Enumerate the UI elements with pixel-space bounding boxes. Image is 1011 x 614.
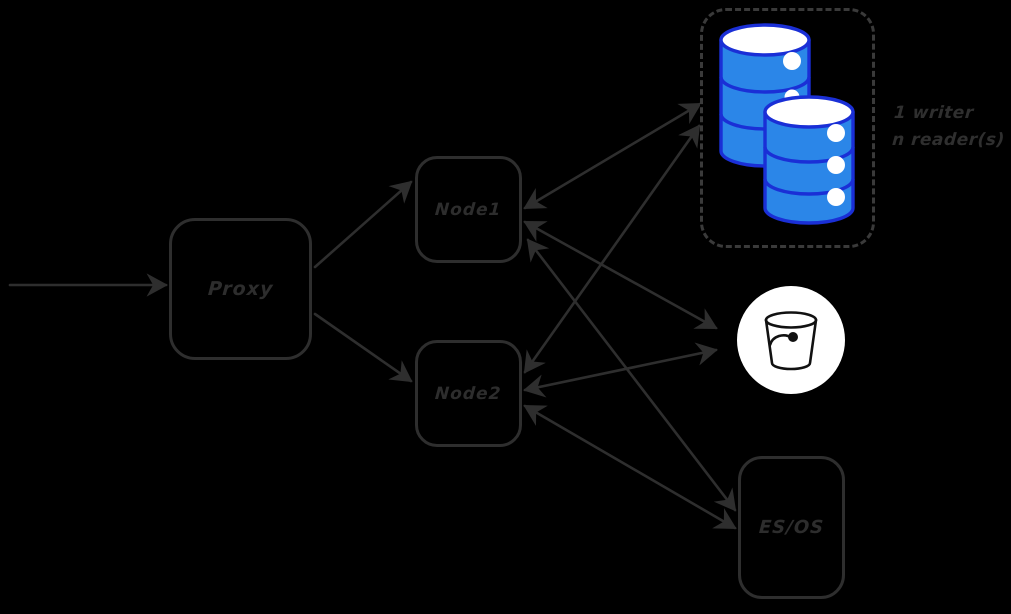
proxy-node[interactable]: Proxy <box>169 218 312 360</box>
esos-label: ES/OS <box>758 517 825 538</box>
edge-node1-esos <box>526 238 737 512</box>
proxy-label: Proxy <box>207 278 274 300</box>
node2-label: Node2 <box>434 383 503 404</box>
database-cylinders-icon <box>719 23 855 225</box>
node2-node[interactable]: Node2 <box>415 340 522 447</box>
edge-node2-bucket <box>523 342 718 398</box>
bucket-icon <box>764 311 818 371</box>
edge-node1-bucket <box>523 220 718 330</box>
node1-label: Node1 <box>434 199 503 220</box>
bucket-node[interactable] <box>737 286 845 394</box>
edge-node1-database <box>523 102 702 210</box>
edge-proxy-to-node2 <box>313 312 413 383</box>
database-group[interactable] <box>700 8 875 248</box>
esos-node[interactable]: ES/OS <box>738 456 845 599</box>
edge-node2-database <box>523 124 701 374</box>
writer-reader-annotation: 1 writer n reader(s) <box>891 100 1007 154</box>
annotation-line-2: n reader(s) <box>891 130 1006 150</box>
annotation-line-1: 1 writer <box>893 103 975 123</box>
node1-node[interactable]: Node1 <box>415 156 522 263</box>
edge-proxy-to-node1 <box>313 180 413 269</box>
edge-node2-esos <box>523 404 737 530</box>
